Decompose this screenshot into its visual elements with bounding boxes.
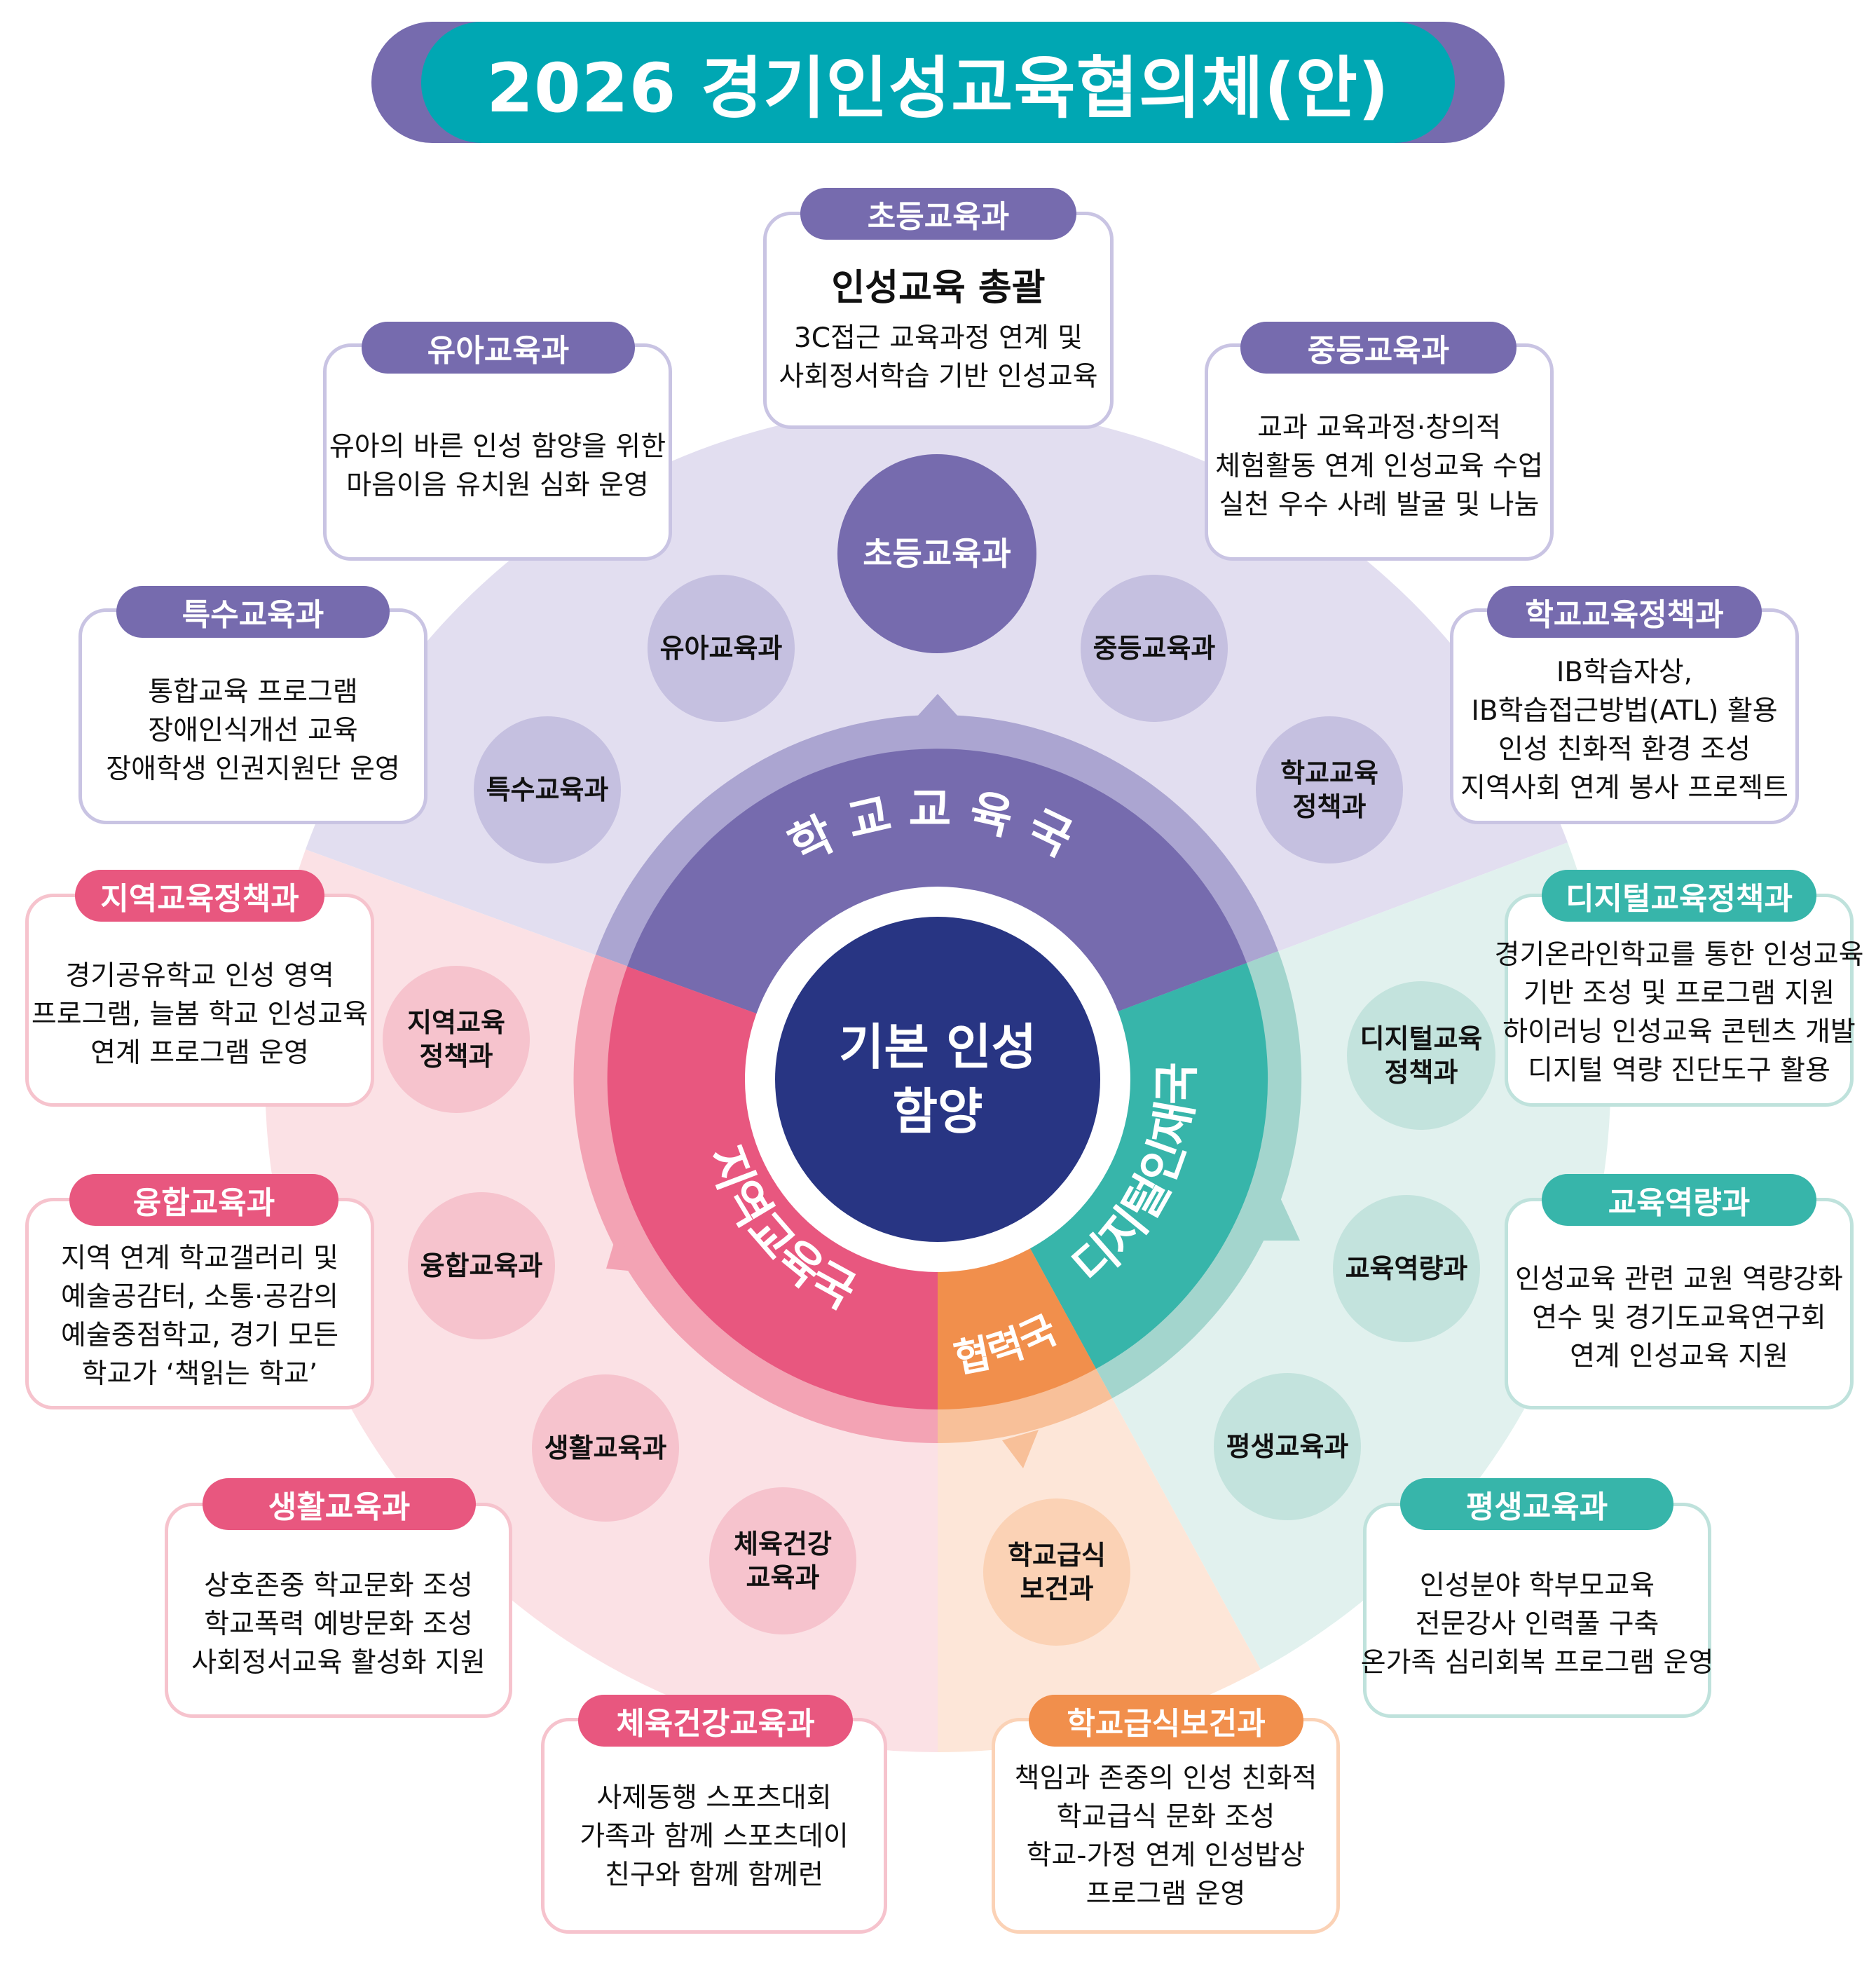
card-regional-policy: 경기공유학교 인성 영역 프로그램, 늘봄 학교 인성교육 연계 프로그램 운영 bbox=[25, 894, 374, 1107]
center-line-2: 함양 bbox=[892, 1083, 983, 1140]
pill-lifelong: 평생교육과 bbox=[1400, 1478, 1673, 1530]
card-secondary: 교과 교육과정·창의적 체험활동 연계 인성교육 수업 실천 우수 사례 발굴 … bbox=[1205, 343, 1554, 561]
node-early-childhood[interactable]: 유아교육과 bbox=[648, 575, 795, 722]
pill-elementary: 초등교육과 bbox=[800, 188, 1076, 240]
center-label: 기본 인성 함양 bbox=[775, 917, 1100, 1242]
node-elementary[interactable]: 초등교육과 bbox=[837, 454, 1036, 653]
pointer-digital bbox=[1261, 1195, 1300, 1241]
card-life: 상호존중 학교문화 조성 학교폭력 예방문화 조성 사회정서교육 활성화 지원 bbox=[165, 1503, 512, 1718]
card-school-policy: IB학습자상, IB학습접근방법(ATL) 활용 인성 친화적 환경 조성 지역… bbox=[1450, 608, 1799, 824]
card-lifelong: 인성분야 학부모교육 전문강사 인력풀 구축 온가족 심리회복 프로그램 운영 bbox=[1361, 1503, 1713, 1718]
pill-digital-policy: 디지털교육정책과 bbox=[1542, 870, 1816, 922]
node-regional-policy[interactable]: 지역교육 정책과 bbox=[383, 966, 530, 1113]
pill-secondary: 중등교육과 bbox=[1240, 322, 1516, 374]
pill-convergence: 융합교육과 bbox=[69, 1174, 338, 1226]
pill-special: 특수교육과 bbox=[116, 586, 390, 638]
node-special[interactable]: 특수교육과 bbox=[474, 716, 621, 863]
pointer-cooperation bbox=[1002, 1430, 1039, 1468]
node-meal-health[interactable]: 학교급식 보건과 bbox=[983, 1498, 1130, 1646]
pill-life: 생활교육과 bbox=[203, 1478, 476, 1530]
pointer-regional bbox=[606, 1234, 641, 1272]
card-pe-health: 사제동행 스포츠대회 가족과 함께 스포츠데이 친구와 함께 함께런 bbox=[541, 1718, 887, 1934]
node-lifelong[interactable]: 평생교육과 bbox=[1214, 1373, 1361, 1520]
card-convergence: 지역 연계 학교갤러리 및 예술공감터, 소통·공감의 예술중점학교, 경기 모… bbox=[25, 1198, 374, 1409]
center-circle bbox=[775, 917, 1100, 1242]
node-capacity[interactable]: 교육역량과 bbox=[1333, 1195, 1480, 1342]
card-headline: 인성교육 총괄 bbox=[831, 267, 1046, 309]
node-pe-health[interactable]: 체육건강 교육과 bbox=[709, 1487, 856, 1634]
title-banner: 2026 경기인성교육협의체(안) bbox=[371, 22, 1505, 143]
center-line-1: 기본 인성 bbox=[839, 1018, 1036, 1076]
pill-early-childhood: 유아교육과 bbox=[362, 322, 635, 374]
page-title: 2026 경기인성교육협의체(안) bbox=[486, 49, 1390, 128]
pointer-school bbox=[917, 694, 959, 717]
card-digital-policy: 경기온라인학교를 통한 인성교육 기반 조성 및 프로그램 지원 하이러닝 인성… bbox=[1494, 894, 1864, 1107]
node-life[interactable]: 생활교육과 bbox=[532, 1374, 679, 1522]
title-banner-front: 2026 경기인성교육협의체(안) bbox=[421, 22, 1455, 143]
card-meal-health: 책임과 존중의 인성 친화적 학교급식 문화 조성 학교-가정 연계 인성밥상 … bbox=[992, 1718, 1340, 1934]
card-early-childhood: 유아의 바른 인성 함양을 위한 마음이음 유치원 심화 운영 bbox=[323, 343, 672, 561]
node-convergence[interactable]: 융합교육과 bbox=[408, 1192, 555, 1339]
pill-capacity: 교육역량과 bbox=[1542, 1174, 1816, 1226]
node-secondary[interactable]: 중등교육과 bbox=[1081, 575, 1228, 722]
pill-regional-policy: 지역교육정책과 bbox=[75, 870, 324, 922]
pill-pe-health: 체육건강교육과 bbox=[578, 1695, 853, 1747]
card-elementary: 인성교육 총괄 3C접근 교육과정 연계 및 사회정서학습 기반 인성교육 bbox=[763, 212, 1114, 429]
pill-meal-health: 학교급식보건과 bbox=[1029, 1695, 1303, 1747]
card-capacity: 인성교육 관련 교원 역량강화 연수 및 경기도교육연구회 연계 인성교육 지원 bbox=[1505, 1198, 1854, 1409]
pill-school-policy: 학교교육정책과 bbox=[1487, 586, 1762, 638]
node-school-policy[interactable]: 학교교육 정책과 bbox=[1256, 716, 1403, 863]
node-digital-policy[interactable]: 디지털교육 정책과 bbox=[1347, 981, 1495, 1130]
card-special: 통합교육 프로그램 장애인식개선 교육 장애학생 인권지원단 운영 bbox=[78, 608, 427, 824]
